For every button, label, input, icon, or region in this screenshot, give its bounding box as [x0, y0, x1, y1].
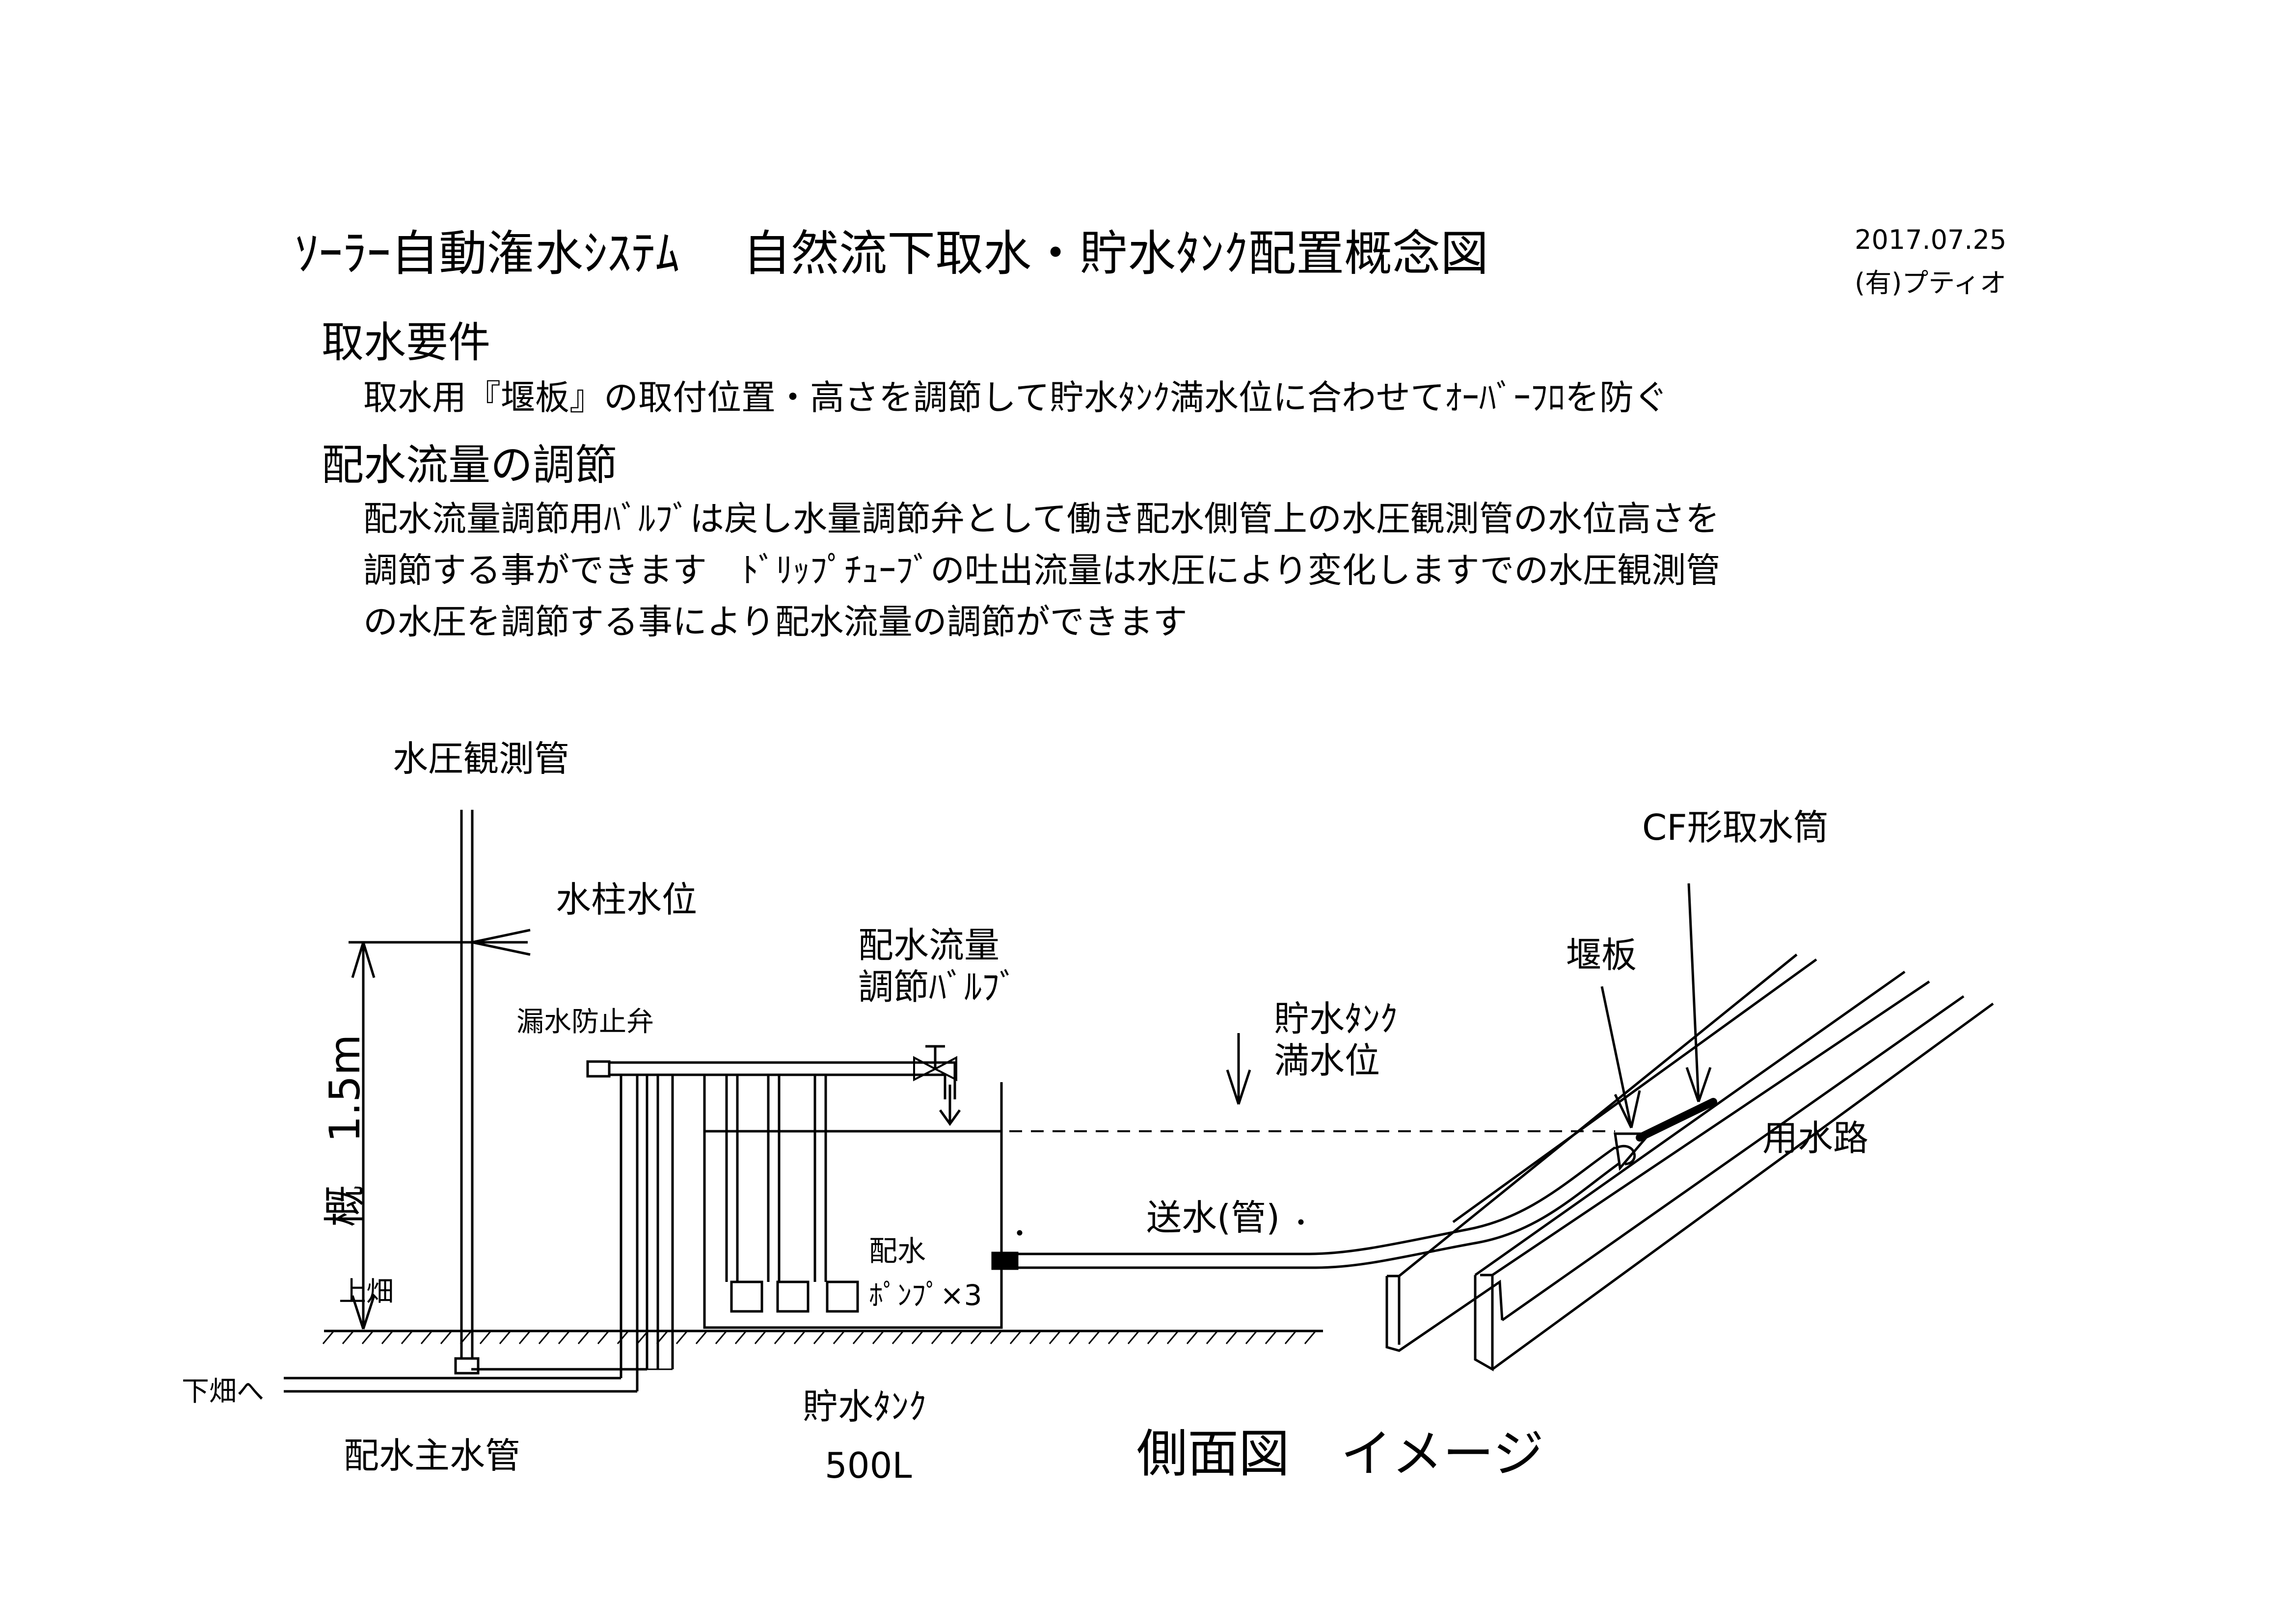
weir-label: 堰板 — [1566, 934, 1637, 976]
cf-intake-label: CF形取水筒 — [1642, 807, 1829, 848]
cf-intake-tube — [1614, 1098, 1717, 1171]
full-level-label-2: 満水位 — [1274, 1040, 1380, 1081]
pressure-tube-label: 水圧観測管 — [393, 738, 570, 779]
to-lower-field-label: 下畑へ — [182, 1376, 264, 1408]
flow-valve-label-1: 配水流量 — [858, 925, 1000, 966]
pumps — [725, 1075, 859, 1313]
supply-pipe — [991, 1146, 1626, 1270]
weir-arrow — [1600, 986, 1641, 1129]
pump-3 — [813, 1075, 859, 1313]
pump-1 — [725, 1075, 763, 1313]
marker-dot-2 — [1298, 1219, 1304, 1225]
full-level-arrow — [1226, 1033, 1251, 1105]
flow-body-line-3: の水圧を調節する事により配水流量の調節ができます — [363, 602, 1188, 642]
intake-heading: 取水要件 — [322, 318, 490, 367]
flow-heading: 配水流量の調節 — [322, 441, 617, 490]
water-column-level-arrow — [349, 929, 531, 956]
tank-label-1: 貯水ﾀﾝｸ — [803, 1386, 927, 1427]
flow-valve-label-2: 調節ﾊﾞﾙﾌﾞ — [858, 966, 1018, 1008]
ground-hatching — [322, 1330, 1317, 1344]
full-level-label-1: 貯水ﾀﾝｸ — [1274, 998, 1398, 1039]
page-title: ｿｰﾗｰ自動潅水ｼｽﾃﾑ 自然流下取水・貯水ﾀﾝｸ配置概念図 — [295, 226, 1489, 282]
pump-riser-pipes — [471, 1075, 674, 1371]
flow-body-line-2: 調節する事ができます ﾄﾞﾘｯﾌﾟﾁｭｰﾌﾞの吐出流量は水圧により変化しますでの… — [363, 550, 1721, 590]
intake-body: 取水用『堰板』の取付位置・高さを調節して貯水ﾀﾝｸ満水位に合わせてｵｰﾊﾞｰﾌﾛ… — [363, 377, 1668, 418]
tank-label-2: 500L — [825, 1445, 912, 1486]
date-label: 2017.07.25 — [1855, 224, 2007, 255]
water-channel — [1385, 954, 1994, 1372]
marker-dot-1 — [1017, 1230, 1023, 1236]
water-column-level-label: 水柱水位 — [556, 879, 698, 920]
main-pipe-label: 配水主水管 — [344, 1435, 521, 1476]
pressure-observation-tube — [454, 810, 480, 1375]
flow-body-line-1: 配水流量調節用ﾊﾞﾙﾌﾞは戻し水量調節弁として働き配水側管上の水圧観測管の水位高… — [363, 499, 1720, 539]
ground — [322, 1330, 1323, 1344]
leak-valve-label: 漏水防止弁 — [516, 1006, 654, 1038]
cf-intake-arrow — [1685, 883, 1712, 1102]
pump-label-1: 配水 — [869, 1234, 926, 1268]
upper-field-label: 上畑 — [339, 1276, 394, 1308]
main-distribution-pipe — [284, 1075, 639, 1393]
distribution-header — [586, 1045, 961, 1126]
company-label: (有)プティオ — [1855, 267, 2006, 298]
view-caption: 側面図 イメージ — [1136, 1424, 1544, 1484]
pump-2 — [767, 1075, 810, 1313]
supply-pipe-label: 送水(管) — [1146, 1197, 1280, 1238]
pump-label-2: ﾎﾟﾝﾌﾟ×3 — [869, 1278, 982, 1312]
height-dimension — [351, 942, 376, 1330]
